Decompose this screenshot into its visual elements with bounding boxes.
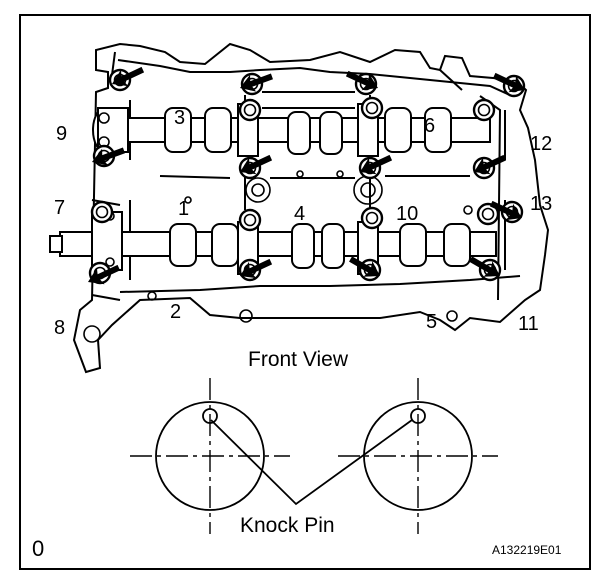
- knock-pin-leader: [210, 419, 413, 506]
- label-3: 3: [174, 107, 185, 129]
- label-13: 13: [530, 193, 552, 215]
- corner-mark: 0: [32, 536, 44, 561]
- bolt-number-labels: 1 2 3 4 5 6 7 8 9 10 11 12 13: [54, 107, 552, 339]
- left-camshaft-end: [155, 401, 265, 511]
- bolt-extra-6: [360, 206, 384, 230]
- bolt-7: [90, 200, 114, 224]
- label-10: 10: [396, 203, 418, 225]
- label-7: 7: [54, 197, 65, 219]
- exhaust-camshaft: [49, 211, 497, 275]
- label-5: 5: [426, 311, 437, 333]
- cylinder-head-outline: [72, 42, 550, 374]
- label-6: 6: [424, 115, 435, 137]
- front-view-caption: Front View: [248, 348, 349, 371]
- label-2: 2: [170, 301, 181, 323]
- bolt-extra-4: [472, 98, 496, 122]
- label-1: 1: [178, 198, 189, 220]
- label-11: 11: [518, 313, 539, 335]
- left-knock-pin: [202, 408, 218, 424]
- label-9: 9: [56, 123, 67, 145]
- label-8: 8: [54, 317, 65, 339]
- label-4: 4: [294, 203, 305, 225]
- right-camshaft-end: [363, 401, 473, 511]
- right-knock-pin: [410, 408, 426, 424]
- figure-code: A132219E01: [492, 543, 562, 557]
- knock-pin-detail: [130, 378, 498, 534]
- bolt-extra-5: [238, 208, 262, 232]
- knock-pin-caption: Knock Pin: [240, 514, 335, 537]
- bolt-extra-2: [238, 98, 262, 122]
- bolt-extra-3: [360, 96, 384, 120]
- label-12: 12: [530, 133, 552, 155]
